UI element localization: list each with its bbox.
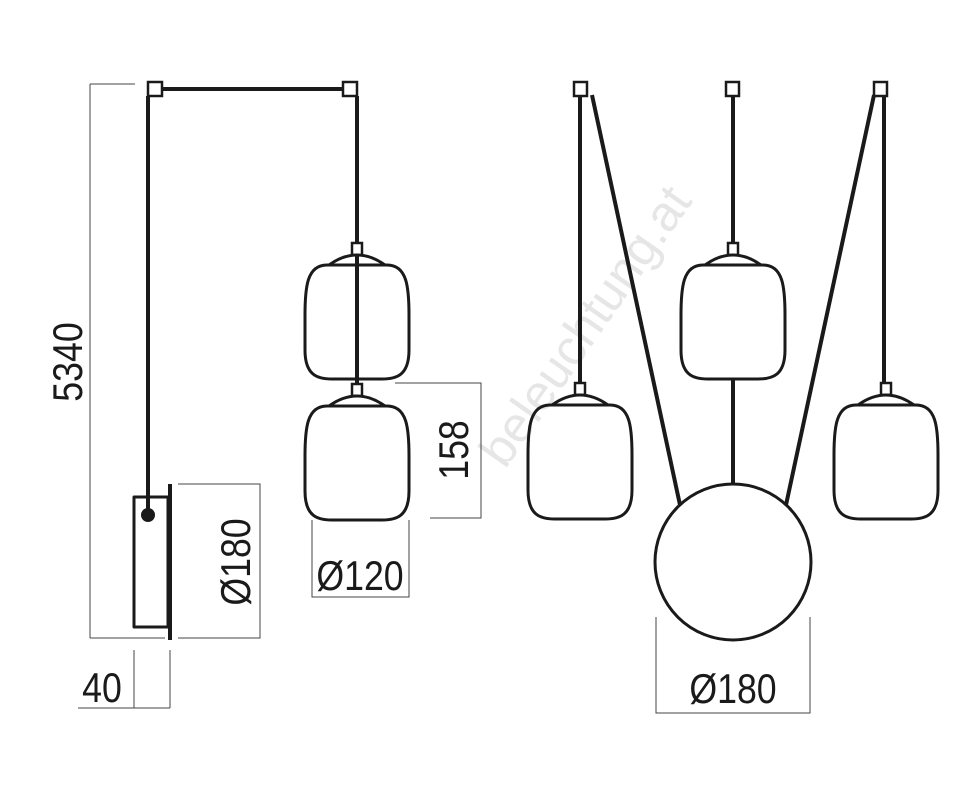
cable-entry [141, 508, 155, 522]
dim-canopy-diameter-front: Ø180 [689, 666, 776, 712]
dim-total-height: 5340 [45, 322, 91, 401]
dim-shade-diameter: Ø120 [316, 553, 403, 599]
canopy-front [653, 482, 813, 642]
side-view [132, 80, 411, 640]
bracket-left [146, 80, 164, 98]
dim-canopy-diameter-side: Ø180 [213, 518, 259, 605]
lamp-shade-right [832, 381, 940, 521]
dimension-lines-left [78, 83, 482, 709]
lamp-shade-center [679, 241, 787, 381]
diagonal-cable-left [590, 94, 682, 506]
dim-canopy-depth: 40 [82, 665, 122, 711]
diagonal-cable-right [784, 94, 876, 506]
dim-shade-height: 158 [431, 420, 477, 480]
lamp-shade-lower [303, 382, 411, 522]
watermark: beleuchtung.at [468, 175, 702, 476]
front-view [526, 80, 940, 642]
dimension-lines-right [655, 617, 811, 714]
bracket-right [341, 80, 359, 98]
